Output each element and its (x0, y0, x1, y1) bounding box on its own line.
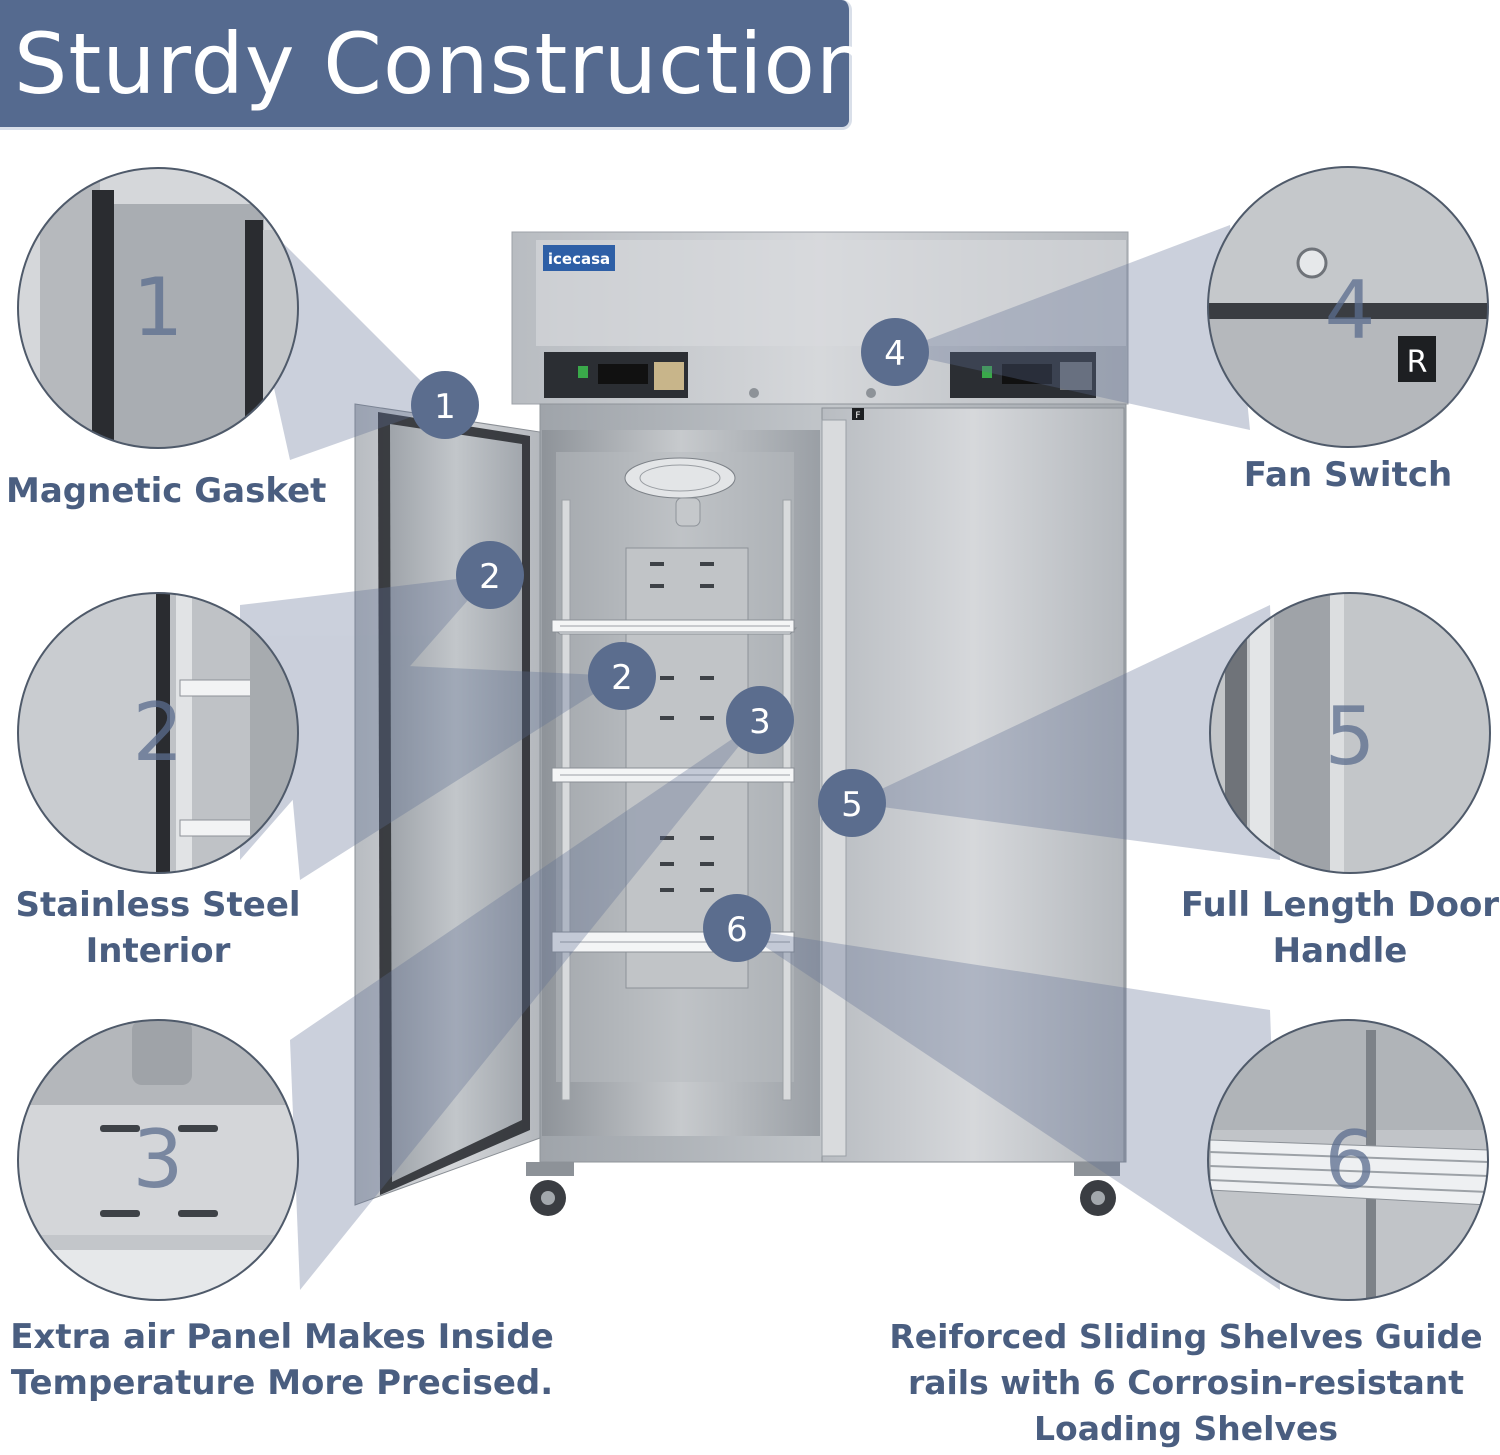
callout-markers: 1 2 2 3 4 5 6 (411, 318, 929, 962)
marker-4 (861, 318, 929, 386)
callout-beams (230, 190, 1280, 1290)
marker-5 (818, 769, 886, 837)
svg-text:1: 1 (434, 387, 456, 427)
svg-text:3: 3 (749, 702, 771, 742)
marker-6 (703, 894, 771, 962)
label-magnetic-gasket: Magnetic Gasket (6, 471, 327, 511)
zoom-circle-door-handle: 5 (1209, 592, 1491, 874)
lock-icon (749, 388, 759, 398)
casters (526, 1162, 1120, 1216)
marker-2b (588, 642, 656, 710)
zoom-circle-fan-switch: R 4 (1207, 166, 1489, 448)
zoom-number-1: 1 (133, 261, 184, 354)
marker-2a (456, 541, 524, 609)
door-mark-f: F (855, 411, 860, 421)
svg-text:2: 2 (611, 658, 633, 698)
lock-icon (1296, 247, 1328, 279)
zoom-number-4: 4 (1325, 264, 1376, 357)
svg-text:4: 4 (884, 334, 906, 374)
label-door-handle: Full Length Door Handle (1180, 885, 1500, 971)
zoom-circle-gasket: 1 (17, 167, 299, 449)
zoom-number-5: 5 (1325, 690, 1376, 783)
zoom-circle-shelves: 6 (1207, 1019, 1489, 1301)
zoom-number-2: 2 (133, 686, 184, 779)
title-banner: Sturdy Construction: (0, 0, 898, 130)
zoom-circle-air-panel: 3 (17, 1019, 299, 1301)
label-fan-switch: Fan Switch (1243, 455, 1453, 495)
brand-logo (543, 245, 615, 271)
svg-text:5: 5 (841, 785, 863, 825)
brand-text: icecasa (548, 250, 610, 268)
label-extra-air-panel: Extra air Panel Makes Inside Temperature… (10, 1317, 554, 1403)
svg-text:6: 6 (726, 910, 748, 950)
label-stainless-steel-interior: Stainless Steel Interior (15, 885, 301, 971)
page-title: Sturdy Construction: (14, 15, 900, 113)
marker-1 (411, 371, 479, 439)
zoom-circle-interior: 2 (17, 592, 299, 874)
fan-icon (624, 457, 736, 499)
marker-3 (726, 686, 794, 754)
zoom-number-3: 3 (133, 1113, 184, 1206)
svg-text:2: 2 (479, 557, 501, 597)
zoom-number-6: 6 (1325, 1114, 1376, 1207)
label-shelves: Reiforced Sliding Shelves Guide rails wi… (889, 1317, 1483, 1448)
door-mark-r: R (1407, 345, 1428, 380)
